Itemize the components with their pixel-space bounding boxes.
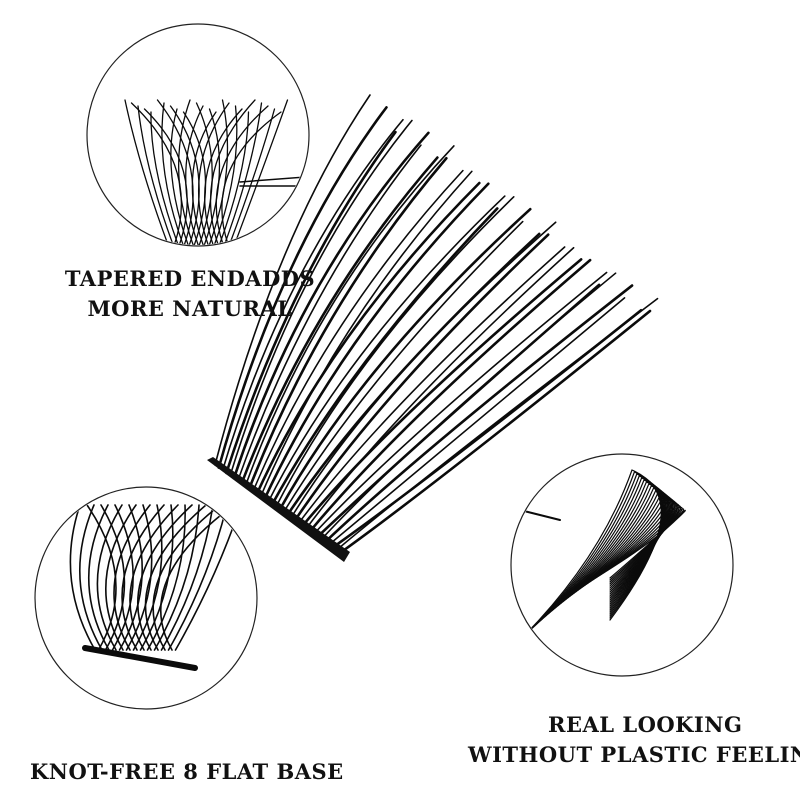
lash-fiber: [221, 102, 263, 245]
lash-fiber: [69, 504, 96, 651]
caption-tapered-end: TAPERED ENDADDS MORE NATURAL: [60, 264, 320, 324]
tweezer: [519, 509, 561, 521]
lash-fiber: [312, 271, 608, 536]
caption-line: TAPERED ENDADDS: [64, 266, 316, 291]
lash-fiber: [137, 504, 193, 651]
lash-fiber: [335, 297, 659, 552]
caption-line: WITHOUT PLASTIC FEELING: [468, 742, 800, 767]
lash-fiber: [323, 284, 634, 544]
lash-fiber: [185, 105, 204, 245]
lash-fiber: [289, 221, 557, 520]
lash-fiber: [217, 106, 388, 469]
lash-fiber: [278, 207, 532, 512]
caption-real-looking: REAL LOOKING WITHOUT PLASTIC FEELING: [468, 710, 800, 770]
lash-fiber: [214, 94, 371, 466]
lash-fiber: [215, 105, 269, 245]
caption-line: MORE NATURAL: [87, 296, 293, 321]
lash-fiber: [204, 108, 243, 245]
lash-fiber: [177, 99, 196, 245]
lash-fiber: [226, 108, 276, 245]
lash-fiber: [121, 504, 165, 651]
lash-fiber: [305, 246, 575, 530]
detail-circle-tapered-end: [86, 23, 310, 247]
lash-fiber: [96, 504, 123, 651]
caption-line: REAL LOOKING: [548, 712, 743, 737]
lash-fiber: [282, 220, 524, 514]
lash-fiber: [297, 246, 566, 525]
lash-fiber: [221, 118, 404, 472]
lash-fiber: [270, 207, 499, 507]
detail-circle-real-looking: [510, 453, 734, 677]
flat-base: [82, 645, 198, 671]
lash-fiber: [153, 504, 200, 651]
lash-fiber: [561, 509, 686, 599]
lash-fiber: [252, 169, 464, 493]
lash-fiber: [247, 156, 448, 491]
lash-fiber: [255, 181, 481, 496]
lash-fiber: [144, 504, 207, 651]
caption-line: KNOT-FREE 8 FLAT BASE: [30, 759, 344, 784]
lash-fiber: [124, 99, 171, 245]
lash-fiber: [274, 196, 515, 509]
lash-fiber: [308, 258, 592, 533]
lash-fiber: [327, 297, 626, 546]
lash-base: [207, 457, 350, 562]
lash-fiber: [338, 309, 652, 555]
lash-fiber: [137, 105, 176, 245]
lash-fiber: [225, 130, 397, 475]
lash-fiber: [320, 272, 617, 541]
lash-fiber: [161, 102, 186, 245]
main-lash-cluster: [207, 94, 659, 562]
lash-fiber: [259, 170, 473, 498]
lash-fiber: [191, 111, 217, 245]
lash-fiber: [159, 504, 235, 651]
lash-fiber: [236, 144, 422, 482]
lash-fiber: [88, 504, 110, 651]
lash-fiber: [167, 504, 228, 651]
lash-fiber: [160, 504, 214, 651]
lash-fiber: [150, 111, 181, 245]
lash-fiber: [105, 504, 137, 651]
lash-fiber: [293, 233, 550, 523]
lash-fiber: [152, 504, 221, 651]
lash-fiber: [146, 504, 186, 651]
lash-fiber: [170, 108, 191, 245]
caption-knot-free: KNOT-FREE 8 FLAT BASE: [30, 757, 344, 787]
lash-fiber: [232, 131, 430, 480]
lash-fiber: [240, 156, 439, 485]
lash-fiber: [221, 111, 282, 245]
lash-fiber: [197, 102, 230, 245]
lash-fiber: [262, 182, 490, 501]
lash-fiber: [300, 258, 583, 528]
lash-fiber: [229, 119, 413, 477]
lash-fiber: [113, 504, 151, 651]
lash-fiber: [267, 195, 506, 504]
lash-fiber: [78, 504, 103, 651]
lash-fiber: [209, 99, 256, 245]
lash-fiber: [231, 99, 289, 245]
detail-circle-flat-base: [34, 486, 258, 710]
lash-fiber: [244, 145, 455, 488]
lash-fiber: [129, 504, 179, 651]
